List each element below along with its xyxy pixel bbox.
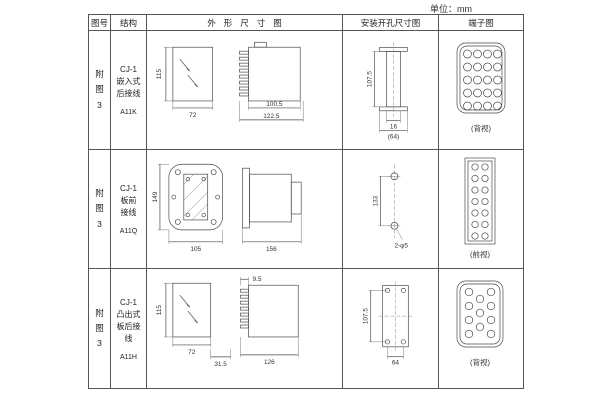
terminal-cell-a11k: (背视)	[439, 31, 523, 150]
dim-width-a11h: 72	[188, 349, 196, 356]
dim-stud-a11h: 31.5	[214, 361, 227, 368]
dim-panel-width-a11q: 105	[190, 245, 201, 252]
dim-depth-a11h: 126	[264, 359, 275, 366]
fig-cell-a11q: 附 图 3	[89, 150, 111, 269]
mount-cell-a11q: 133 2-φ5	[343, 150, 439, 269]
header-structure: 结构	[111, 15, 147, 31]
terminal-view-label-a11h: (背视)	[470, 357, 490, 367]
unit-label: 单位：mm	[430, 4, 472, 14]
dim-depth2-a11k: 122.5	[263, 112, 280, 119]
dim-cutout-height-a11k: 107.5	[367, 70, 374, 86]
outline-cell-a11q: 149 105 156	[147, 150, 343, 269]
mount-drawing-a11q: 133 2-φ5	[373, 163, 408, 249]
terminal-drawing-a11k: (背视)	[456, 42, 506, 133]
mount-plate	[368, 281, 413, 359]
spec-table: 图号 结构 外形尺寸图 安装开孔尺寸图 端子图 附 图 3 CJ-1 嵌入式 后…	[88, 14, 524, 389]
terminal-cell-a11h: (背视)	[439, 269, 523, 388]
dim-height-a11k: 115	[156, 68, 163, 79]
model-code-a11h: A11H	[120, 353, 137, 361]
outline-drawing-a11q: 149 105 156	[152, 163, 302, 252]
dim-height-a11h: 115	[156, 305, 163, 316]
terminal-block	[456, 280, 504, 348]
header-mount: 安装开孔尺寸图	[343, 15, 439, 31]
structure-text-a11h: CJ-1 凸出式 板后接 线	[116, 297, 141, 343]
terminal-view-label-a11q: (前视)	[470, 249, 490, 259]
structure-cell-a11k: CJ-1 嵌入式 后接线 A11K	[111, 31, 147, 150]
terminal-drawing-a11q: (前视)	[464, 157, 496, 259]
drill-holes	[378, 163, 403, 240]
front-view	[163, 282, 231, 359]
mount-drawing-a11h: 107.5 64	[363, 281, 413, 367]
terminal-cell-a11q: (前视)	[439, 150, 523, 269]
dim-pin-a11h: 9.5	[252, 276, 261, 283]
model-code-a11q: A11Q	[119, 228, 138, 235]
header-fig: 图号	[89, 15, 111, 31]
outline-drawing-a11h: 115 72 31.5 9.5 126	[156, 276, 299, 368]
terminal-strip	[464, 157, 496, 244]
mount-cell-a11h: 107.5 64	[343, 269, 439, 388]
structure-cell-a11h: CJ-1 凸出式 板后接 线 A11H	[111, 269, 147, 388]
structure-text-a11k: CJ-1 嵌入式 后接线	[116, 65, 141, 98]
outline-drawing-a11k: 115 72 100.5 122.5	[156, 41, 304, 122]
dim-depth-a11q: 156	[266, 245, 277, 252]
side-view	[242, 167, 302, 244]
terminal-block	[456, 42, 506, 113]
dim-cutout-width-a11k: 16	[390, 123, 398, 130]
dim-hole-width-a11h: 64	[392, 360, 400, 367]
dim-width-a11k: 72	[189, 111, 197, 118]
outline-cell-a11k: 115 72 100.5 122.5	[147, 31, 343, 150]
dim-hole-spacing-a11q: 133	[373, 195, 380, 206]
header-outline: 外形尺寸图	[147, 15, 343, 31]
cutout-profile	[372, 42, 408, 133]
outline-cell-a11h: 115 72 31.5 9.5 126	[147, 269, 343, 388]
hole-spec-label-a11q: 2-φ5	[394, 242, 408, 249]
dim-panel-height-a11q: 149	[152, 191, 159, 202]
structure-text-a11q: CJ-1 板前 接线	[120, 184, 137, 217]
dim-depth1-a11k: 100.5	[266, 100, 283, 107]
mount-drawing-a11k: 107.5 16 (64)	[367, 42, 408, 140]
panel-front-view	[157, 163, 223, 244]
terminal-drawing-a11h: (背视)	[456, 280, 504, 367]
side-view	[239, 41, 304, 122]
model-code-a11k: A11K	[120, 109, 137, 116]
dim-cutout-overall-a11k: (64)	[388, 133, 399, 140]
structure-cell-a11q: CJ-1 板前 接线 A11Q	[111, 150, 147, 269]
fig-cell-a11h: 附 图 3	[89, 269, 111, 388]
side-view	[240, 277, 299, 357]
front-view	[163, 46, 214, 110]
terminal-view-label-a11k: (背视)	[471, 123, 491, 133]
dim-hole-height-a11h: 107.5	[363, 308, 370, 324]
header-terminal: 端子图	[439, 15, 523, 31]
mount-cell-a11k: 107.5 16 (64)	[343, 31, 439, 150]
fig-cell-a11k: 附 图 3	[89, 31, 111, 150]
